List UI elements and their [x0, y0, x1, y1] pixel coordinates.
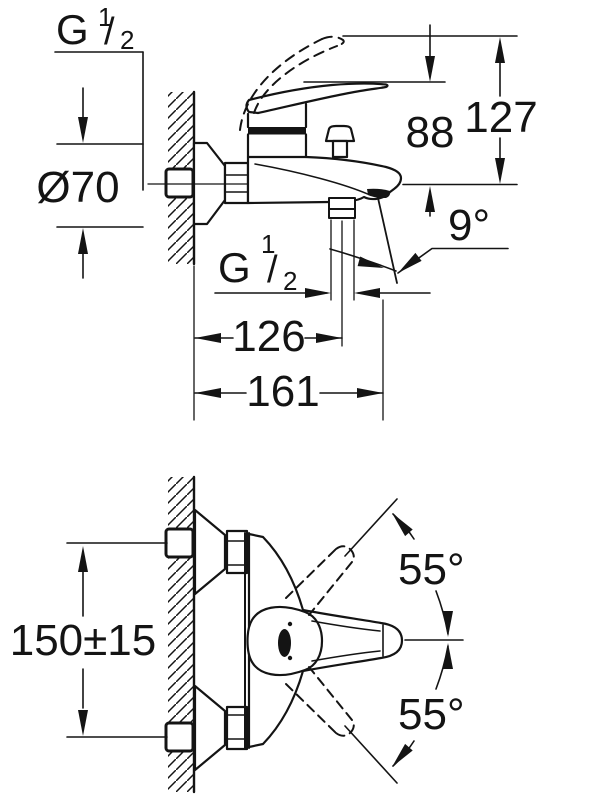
union-nut [223, 161, 250, 205]
thread-bottom-slash: / [267, 249, 278, 291]
escutcheon-top [193, 508, 227, 596]
dim-connection-spacing: 150±15 [10, 542, 168, 738]
wall-union-square-bottom [164, 721, 195, 753]
arrowhead [357, 256, 384, 268]
arrowhead [425, 186, 435, 212]
wall-union-square [164, 167, 195, 199]
union-nut-facets [224, 174, 249, 193]
ext-lines [66, 542, 168, 738]
lever-handle-raised-dashed [239, 35, 345, 131]
lever-hole [278, 629, 291, 657]
dim-161-label: 161 [246, 367, 319, 416]
thread-bottom-numerator: 1 [261, 229, 275, 259]
arrowhead [357, 388, 383, 398]
leader-line [397, 247, 509, 274]
arrowhead [195, 333, 221, 343]
escutcheon-bottom [193, 684, 227, 772]
thread-bottom-base: G [218, 244, 251, 291]
dim-escutcheon-diameter: Ø70 [36, 87, 144, 279]
angle-55-lower-label: 55° [398, 690, 465, 739]
diverter-knob-cap [324, 124, 356, 143]
arrowhead [495, 37, 505, 63]
angle-9-label: 9° [448, 201, 490, 250]
thread-top-denominator: 2 [120, 25, 134, 55]
side-view: G 1 / 2 Ø70 88 127 [36, 2, 538, 421]
dim-126: 126 [194, 312, 343, 361]
thread-top-slash: / [104, 11, 115, 53]
arrowhead [425, 56, 435, 82]
dim-161: 161 [194, 367, 384, 416]
arrowhead [316, 333, 342, 343]
hose-connection-upper [328, 197, 356, 210]
arrowhead [195, 388, 221, 398]
hose-connection-lower [328, 208, 356, 219]
flow-angle-line [377, 197, 398, 284]
dim-150-label: 150±15 [10, 616, 157, 665]
dim-126-label: 126 [232, 312, 305, 361]
dim-127: 127 [464, 37, 538, 184]
arrowhead [354, 288, 380, 298]
hose-extension-lines [330, 219, 355, 347]
cartridge-seam-bar [248, 127, 306, 135]
arrowhead [392, 513, 413, 537]
diverter-knob-stem [331, 139, 349, 159]
extension-line [344, 725, 398, 784]
lever-dot-top [287, 621, 293, 627]
spout-outlet [367, 188, 391, 198]
arrowhead [443, 611, 453, 637]
angle-55-upper-label: 55° [398, 545, 465, 594]
wall-union-square-top [164, 527, 195, 559]
arrowhead [78, 117, 88, 143]
arrowhead [78, 546, 88, 572]
extension-line [344, 498, 398, 557]
arrowhead [78, 710, 88, 736]
arrowhead [443, 643, 453, 669]
thread-top-numerator: 1 [98, 2, 112, 32]
front-view: 150±15 [10, 475, 465, 794]
dim-127-label: 127 [464, 93, 537, 142]
dim-swing-upper: 55° [344, 498, 465, 637]
dim-88-label: 88 [406, 108, 455, 157]
ext-lines [56, 143, 144, 228]
lever-handle [245, 82, 389, 115]
dim-diameter-label: Ø70 [36, 163, 119, 212]
dim-88: 88 [406, 24, 455, 217]
arrowhead [305, 288, 331, 298]
dim-hose-thread: G 1 / 2 [214, 229, 431, 298]
lever-inner-lines [311, 620, 384, 662]
thread-top-base: G [56, 6, 89, 53]
thread-label-top: G 1 / 2 [54, 2, 144, 191]
thread-bottom-denominator: 2 [283, 266, 297, 296]
arrowhead [495, 158, 505, 184]
dim-swing-lower: 55° [344, 643, 465, 784]
dim-spout-angle: 9° [329, 197, 509, 284]
body-inner-contour [254, 163, 371, 196]
faucet-body-front [247, 532, 404, 749]
union-nut-bottom-facets [226, 714, 248, 740]
cartridge-housing-sides [246, 102, 308, 159]
union-nut-top-facets [226, 540, 248, 566]
arrowhead [78, 228, 88, 254]
arrowhead [392, 743, 413, 767]
lever-dot-bottom [287, 655, 293, 661]
